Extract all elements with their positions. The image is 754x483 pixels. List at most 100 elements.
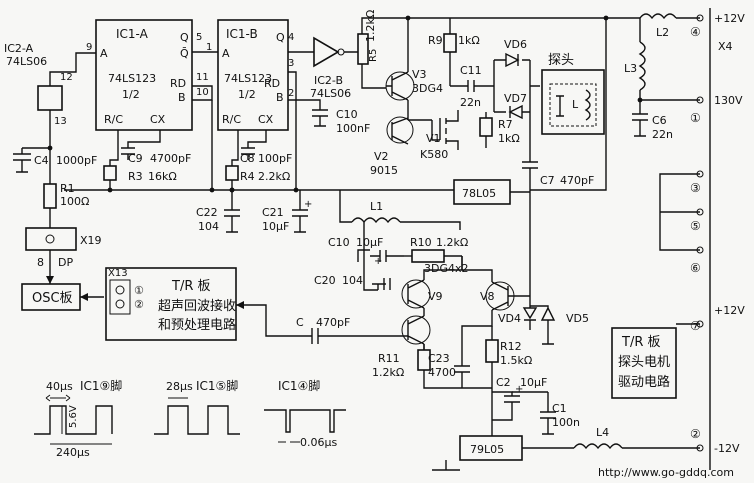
- l4-label: L4: [596, 426, 609, 439]
- x4-pin-4: ④ +12V: [690, 12, 745, 39]
- v9-type: 3DG4x2: [424, 262, 469, 275]
- ic2b-name: IC2-B: [314, 74, 343, 87]
- ic1b-chip: 74LS123: [224, 72, 272, 85]
- probe-coil-label: L: [572, 98, 579, 111]
- probe-block: [541, 69, 605, 135]
- c8-label: C8: [240, 152, 255, 165]
- ic1b-pin-rc: R/C: [222, 113, 241, 126]
- svg-text:28μs: 28μs: [166, 380, 193, 393]
- v9-label: V9: [428, 290, 443, 303]
- c22-value: 104: [198, 220, 219, 233]
- ic1a-pin-rc: R/C: [104, 113, 123, 126]
- ic2a-name: IC2-A: [4, 42, 34, 55]
- x13-pin2: ②: [134, 298, 144, 311]
- ic1a-pin-b: B: [178, 91, 186, 104]
- ic1a-pin-q: Q: [180, 31, 189, 44]
- v2-type: 9015: [370, 164, 398, 177]
- ic1a-pin-a: A: [100, 47, 108, 60]
- c6-label: C6: [652, 114, 667, 127]
- l3-label: L3: [624, 62, 637, 75]
- svg-text:5.6V: 5.6V: [68, 405, 79, 428]
- r1-resistor: [43, 183, 57, 209]
- ic1b-pin2: 2: [288, 88, 294, 99]
- c21-value: 10μF: [262, 220, 289, 233]
- svg-text:IC1⑨脚: IC1⑨脚: [80, 378, 122, 393]
- osc-label: OSC板: [32, 291, 73, 306]
- r9-label: R9: [428, 34, 443, 47]
- ic1b-half: 1/2: [238, 88, 256, 101]
- c4-value: 1000pF: [56, 154, 97, 167]
- x19-connector: [25, 227, 77, 251]
- l2-label: L2: [656, 26, 669, 39]
- r12-label: R12: [500, 340, 522, 353]
- svg-text:-12V: -12V: [714, 442, 740, 455]
- svg-text:+12V: +12V: [714, 12, 745, 25]
- ic1a-chip: 74LS123: [108, 72, 156, 85]
- c4-label: C4: [34, 154, 49, 167]
- ic2b-gate: [313, 36, 340, 68]
- r5-label: R5: [368, 49, 379, 62]
- waveform-ic1-pin5: 28μs IC1⑤脚: [154, 378, 240, 435]
- c6-value: 22n: [652, 128, 673, 141]
- svg-text:②: ②: [690, 427, 701, 441]
- tr-board-motor: [611, 327, 677, 399]
- vd4-label: VD4: [498, 312, 521, 325]
- ic1b-name: IC1-B: [226, 27, 258, 41]
- r4-label: R4: [240, 170, 255, 183]
- c2-label: C2: [496, 376, 511, 389]
- r3-label: R3: [128, 170, 143, 183]
- svg-text:40μs: 40μs: [46, 380, 73, 393]
- x4-label: X4: [718, 40, 733, 53]
- ic1b-pin3: 3: [288, 58, 294, 69]
- l1-label: L1: [370, 200, 383, 213]
- c7-value: 470pF: [560, 174, 594, 187]
- c7-label: C7: [540, 174, 555, 187]
- c9-value: 4700pF: [150, 152, 191, 165]
- ic1b-pin4: 4: [288, 32, 294, 43]
- c21-label: C21: [262, 206, 284, 219]
- svg-text:+: +: [304, 199, 312, 210]
- ic1a-pin-rd: RD: [170, 77, 186, 90]
- probe-label: 探头: [548, 53, 574, 68]
- tr2-line1: T/R 板: [621, 335, 661, 350]
- r1-value: 100Ω: [60, 195, 89, 208]
- svg-text:IC1④脚: IC1④脚: [278, 378, 320, 393]
- r4-value: 2.2kΩ: [258, 170, 290, 183]
- reg-78l05: [453, 179, 511, 205]
- reg-79l05: [459, 435, 523, 461]
- svg-text:0.06μs: 0.06μs: [300, 436, 337, 449]
- svg-text:④: ④: [690, 25, 701, 39]
- svg-text:130V: 130V: [714, 94, 743, 107]
- ic1b-pin-rd: RD: [264, 77, 280, 90]
- ic1a-pin-cx: CX: [150, 113, 166, 126]
- v3-label: V3: [412, 68, 427, 81]
- c20-label: C20: [314, 274, 336, 287]
- reg79-label: 79L05: [470, 443, 504, 456]
- ic1a-pin10: 10: [196, 87, 209, 98]
- vd7-label: VD7: [504, 92, 527, 105]
- vd5-label: VD5: [566, 312, 589, 325]
- svg-text:+12V: +12V: [714, 304, 745, 317]
- waveform-ic1-pin4: IC1④脚 0.06μs: [264, 378, 346, 449]
- watermark-url: http://www.go-gddq.com: [598, 466, 734, 479]
- ic2a-gate: [37, 85, 63, 111]
- ic1b-pin-a: A: [222, 47, 230, 60]
- r10-label: R10: [410, 236, 432, 249]
- c10a-label: C10: [336, 108, 358, 121]
- x4-pin-6: ⑥: [690, 246, 704, 275]
- svg-text:⑦: ⑦: [690, 319, 701, 333]
- v8-label: V8: [480, 290, 495, 303]
- c10b-value: 10μF: [356, 236, 383, 249]
- tr2-line2: 探头电机: [618, 355, 670, 370]
- r7-value: 1kΩ: [498, 132, 520, 145]
- c23-label: C23: [428, 352, 450, 365]
- ic1a-pin11: 11: [196, 72, 209, 83]
- x19-dp: DP: [58, 256, 73, 269]
- x4-pin-1: ① 130V: [690, 94, 743, 125]
- ic1b-pin1: 1: [206, 42, 212, 53]
- tr1-line2: 超声回波接收: [158, 298, 236, 314]
- tr1-line1: T/R 板: [171, 279, 211, 294]
- svg-text:①: ①: [690, 111, 701, 125]
- v2-label: V2: [374, 150, 389, 163]
- ic1a-half: 1/2: [122, 88, 140, 101]
